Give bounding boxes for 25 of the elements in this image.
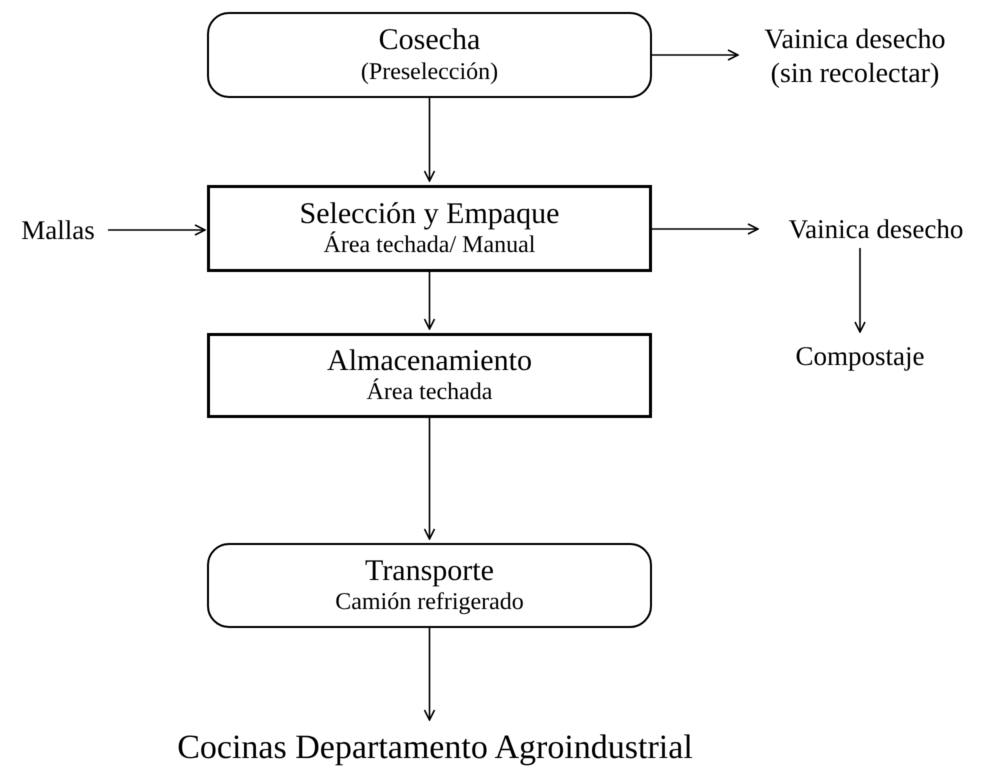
step-title: Selección y Empaque bbox=[300, 196, 560, 231]
flow-text: Compostaje bbox=[770, 336, 950, 376]
process-box bbox=[207, 12, 652, 98]
process-box bbox=[207, 185, 652, 272]
flow-text: Mallas bbox=[8, 212, 108, 248]
flow-text: Cocinas Departamento Agroindustrial bbox=[105, 724, 765, 772]
step-detail: Área techada/ Manual bbox=[324, 231, 536, 260]
step-detail: Área techada bbox=[366, 378, 492, 408]
step-title: Cosecha bbox=[378, 23, 480, 58]
arrow bbox=[108, 224, 206, 236]
arrow bbox=[424, 418, 436, 540]
flow-text: Vainica desecho bbox=[760, 210, 992, 248]
flow-text: Vainica desecho (sin recolectar) bbox=[740, 12, 970, 102]
step-title: Almacenamiento bbox=[327, 344, 532, 378]
step-title: Transporte bbox=[365, 554, 494, 588]
step-detail: (Preselección) bbox=[360, 58, 498, 87]
arrow bbox=[652, 223, 759, 235]
process-box bbox=[207, 543, 652, 628]
arrow bbox=[424, 98, 436, 182]
arrow bbox=[854, 248, 866, 333]
arrow bbox=[424, 628, 436, 721]
process-box bbox=[207, 333, 652, 418]
arrow bbox=[424, 272, 436, 330]
arrow bbox=[652, 49, 739, 61]
step-detail: Camión refrigerado bbox=[335, 588, 524, 618]
